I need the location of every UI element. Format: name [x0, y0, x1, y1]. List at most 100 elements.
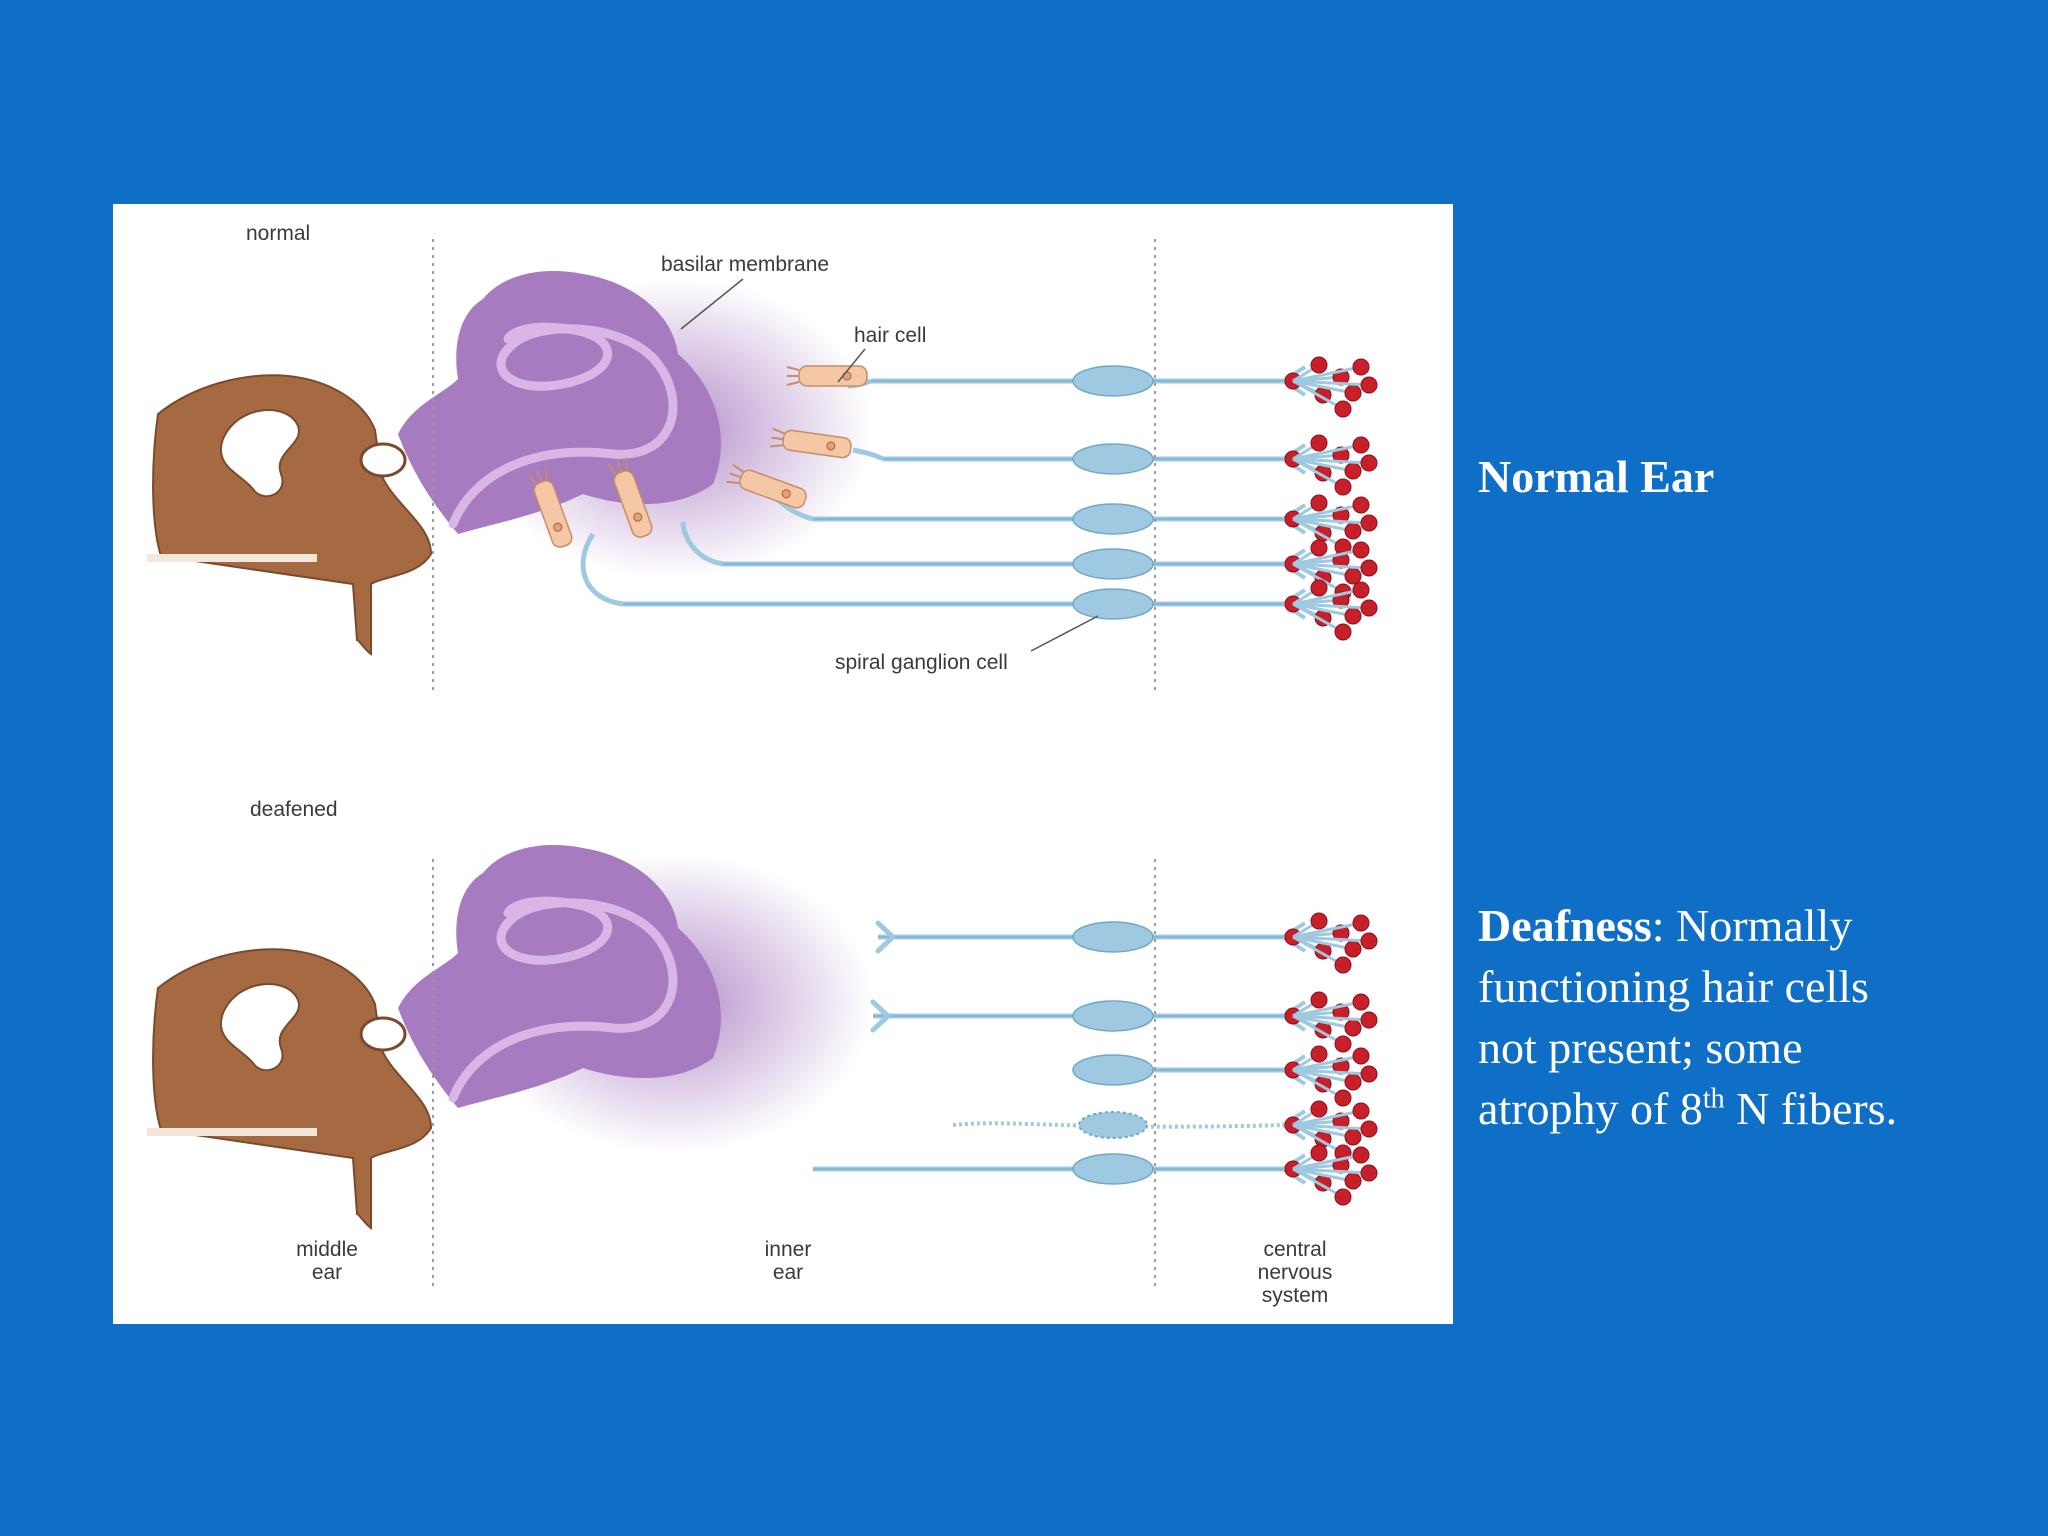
callout-hair-cell: hair cell [854, 324, 926, 347]
synapse [1334, 1089, 1352, 1107]
terminal-branch [1292, 1109, 1362, 1127]
hair-cell-dendrite [852, 447, 885, 462]
terminal-branch [1292, 921, 1362, 939]
synapse [1360, 1120, 1378, 1138]
neuron [952, 1100, 1378, 1162]
hair-cell [726, 463, 807, 509]
hair-cell-body [533, 480, 573, 548]
synapse [1310, 494, 1328, 512]
terminal-branch [1292, 602, 1344, 634]
synapse [1310, 1144, 1328, 1162]
neuron [870, 991, 1378, 1053]
middle-ear-cavity [220, 409, 300, 498]
spiral-ganglion-cell [1072, 1153, 1154, 1185]
neuron [623, 579, 1378, 641]
region-label-middle-ear: middle [296, 1238, 358, 1261]
stereocilia [732, 463, 744, 473]
spiral-ganglion-cell [1072, 1000, 1154, 1032]
synapse [1310, 356, 1328, 374]
synapse [1334, 956, 1352, 974]
terminal-branch [1292, 443, 1362, 461]
region-label-cns-3: system [1262, 1284, 1329, 1307]
synapse [1310, 1100, 1328, 1118]
normal-ear-heading: Normal Ear [1478, 451, 1715, 502]
synapse [1360, 932, 1378, 950]
cochlear-spiral [448, 896, 678, 1103]
callout-basilar-membrane: basilar membrane [661, 253, 829, 276]
terminal-branch [1292, 457, 1370, 465]
synapse [1352, 436, 1370, 454]
terminal-branch [1292, 1054, 1362, 1072]
synapse [1352, 1047, 1370, 1065]
hair-cell-dendrite [580, 532, 624, 607]
hair-cell-body [798, 365, 868, 387]
hair-cell-nucleus [633, 512, 643, 522]
synapse [1310, 539, 1328, 557]
synapse [1360, 1164, 1378, 1182]
terminal-branch [1292, 935, 1344, 967]
stereocilia [544, 467, 549, 481]
synapse [1352, 581, 1370, 599]
callout-line-basilar [680, 278, 744, 330]
neuron [871, 356, 1378, 418]
atrophied-ganglion-cell [1078, 1111, 1148, 1139]
callout-line-hair-cell [837, 348, 866, 383]
terminal-branch [1292, 1014, 1370, 1022]
terminal-branch [1292, 1153, 1362, 1171]
callout-spiral-ganglion-cell: spiral ganglion cell [835, 651, 1008, 674]
terminal-branch [1292, 1123, 1370, 1131]
region-label-cns-2: nervous [1258, 1261, 1333, 1284]
spiral-ganglion-cell [1072, 588, 1154, 620]
terminal-branch [1292, 562, 1370, 570]
stereocilia [772, 427, 785, 435]
stereocilia [786, 366, 800, 371]
synapse [1360, 376, 1378, 394]
deafness-line2: functioning hair cells [1478, 961, 1869, 1012]
terminal-branch [1292, 935, 1370, 943]
synapse [1360, 599, 1378, 617]
hair-cell-dendrite [680, 521, 724, 567]
terminal-branch [1292, 548, 1362, 566]
stereocilia [770, 444, 783, 448]
ear-diagram-svg: normal deafened basilar membrane hair ce… [147, 222, 1378, 1307]
terminal-branch [1292, 1167, 1370, 1175]
synapse [1344, 1172, 1362, 1190]
cochlear-spiral [448, 322, 678, 529]
terminal-branch [1292, 1014, 1344, 1046]
region-label-cns: central [1263, 1238, 1326, 1261]
synapse [1352, 1102, 1370, 1120]
synapse [1360, 559, 1378, 577]
terminal-branch [1292, 562, 1344, 594]
terminal-branch [1292, 1068, 1370, 1076]
terminal-branch [1292, 1000, 1362, 1018]
spiral-ganglion-cell [1072, 365, 1154, 397]
deafness-line3: not present; some [1478, 1022, 1803, 1073]
dendrite-fork [870, 999, 891, 1033]
terminal-branch [1292, 517, 1344, 549]
deafness-term: Deafness [1478, 900, 1652, 951]
spiral-ganglion-cell [1072, 443, 1154, 475]
neuron [813, 494, 1378, 556]
neuron [723, 539, 1378, 601]
stereocilia [607, 463, 617, 475]
hair-cell [786, 365, 868, 387]
spiral-ganglion-cell [1072, 548, 1154, 580]
terminal-branch [1292, 379, 1344, 411]
deafness-line4-pre: atrophy of 8 [1478, 1083, 1703, 1134]
oval-window [359, 1016, 407, 1052]
synapse [1310, 991, 1328, 1009]
synapse [1344, 940, 1362, 958]
stereocilia [726, 480, 740, 485]
terminal-branch [1292, 1167, 1344, 1199]
synapse [1352, 1146, 1370, 1164]
synapse [1360, 454, 1378, 472]
synapse [1352, 358, 1370, 376]
ear-canal-floor [147, 1128, 317, 1136]
cochlea [398, 271, 721, 534]
stereocilia [536, 470, 543, 483]
synapse [1334, 478, 1352, 496]
terminal-branch [1292, 588, 1362, 606]
neuron [1072, 1045, 1378, 1107]
deafness-line4-post: N fibers. [1724, 1083, 1898, 1134]
